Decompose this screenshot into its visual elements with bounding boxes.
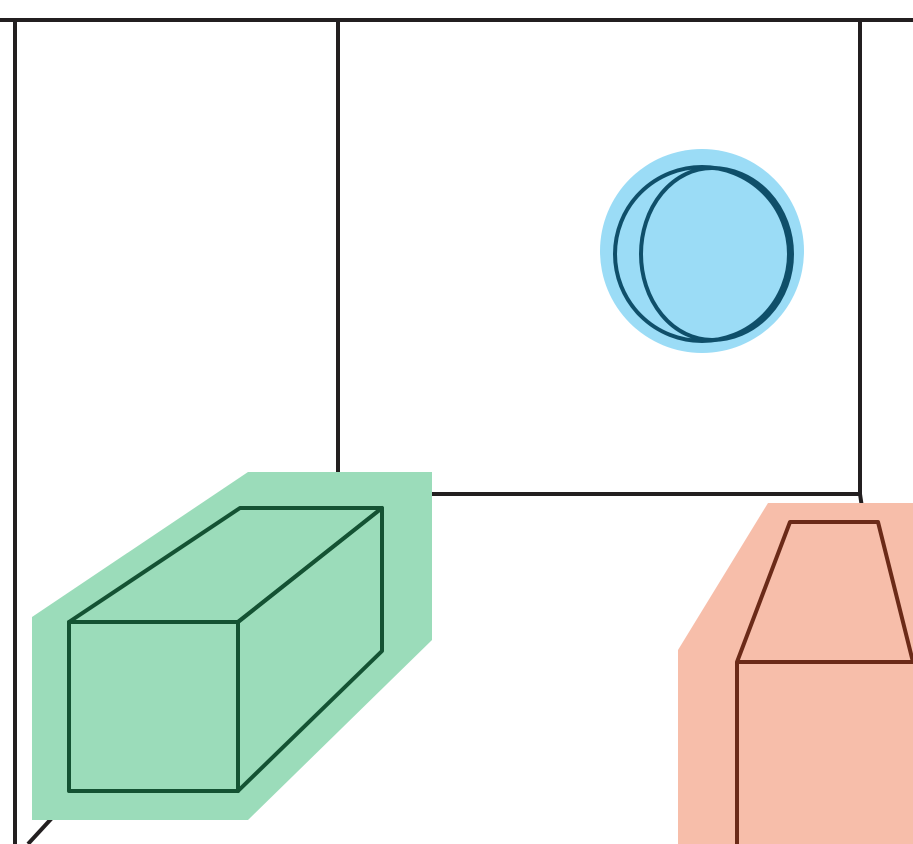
moon-highlight — [600, 149, 804, 353]
box-highlight — [32, 472, 432, 820]
lamp-shade — [735, 520, 913, 664]
lamp-object — [678, 503, 913, 844]
box-cabinet — [32, 472, 432, 820]
moon-window — [600, 149, 804, 353]
moon-crescent-right — [711, 166, 794, 342]
box-side-face — [236, 506, 384, 793]
lamp-highlight — [678, 503, 913, 844]
moon-crescent-inner — [639, 166, 713, 342]
